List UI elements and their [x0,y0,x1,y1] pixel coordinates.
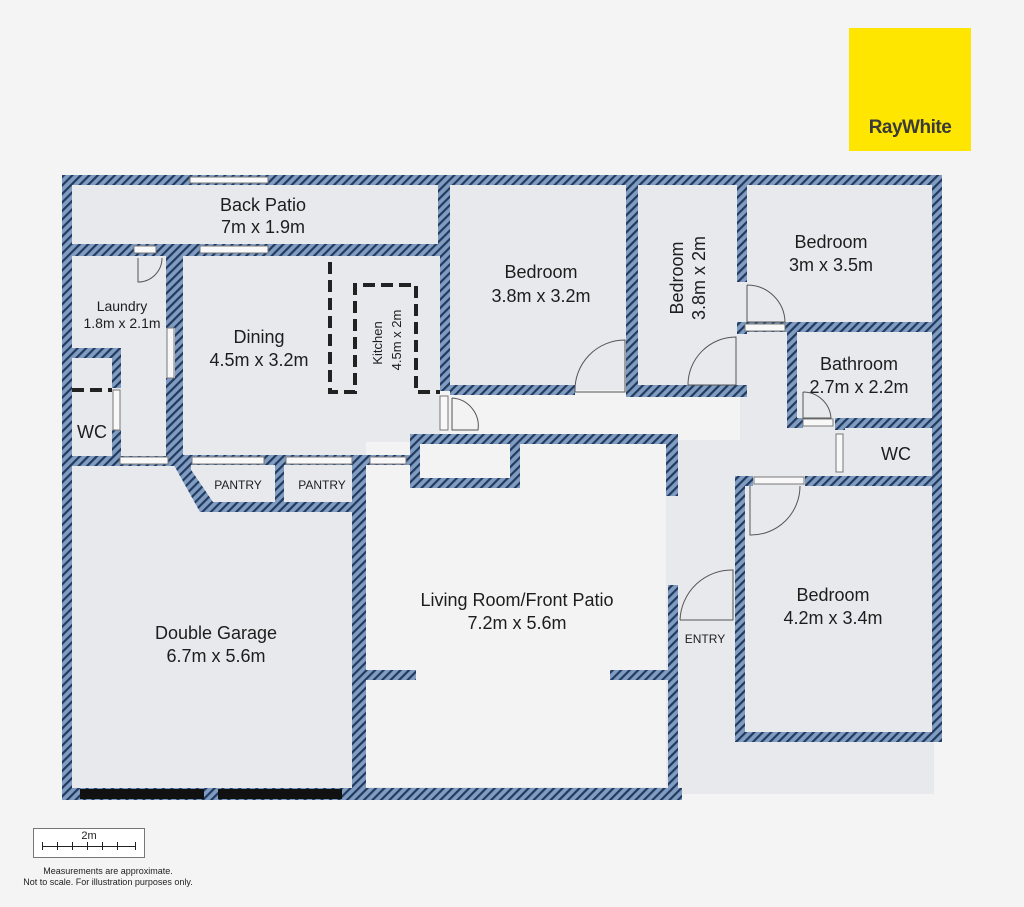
scale-tick [87,842,88,850]
bedroom4-name: Bedroom [796,585,869,605]
kitchen-bench [328,262,440,394]
garage-door [80,789,342,799]
bedroom2-name: Bedroom [667,241,687,314]
logo-text: RayWhite [868,117,952,138]
scale-tick [72,842,73,850]
living-floor [366,390,740,787]
scale-tick [135,842,136,850]
bedroom1-name: Bedroom [504,262,577,282]
garage-size: 6.7m x 5.6m [166,646,265,666]
scale-tick [42,842,43,850]
bedroom4-size: 4.2m x 3.4m [783,608,882,628]
entry-label: ENTRY [685,632,725,646]
kitchen-name: Kitchen [370,321,385,364]
scale-bar: 2m [33,828,145,858]
bathroom-name: Bathroom [820,354,898,374]
back-patio-name: Back Patio [220,195,306,215]
disclaimer-line-2: Not to scale. For illustration purposes … [23,877,193,887]
scale-label: 2m [81,830,97,842]
kitchen-size: 4.5m x 2m [389,310,404,371]
bedroom1-size: 3.8m x 3.2m [491,286,590,306]
wc-left-name: WC [77,422,107,442]
wc-right-name: WC [881,444,911,464]
windows [112,176,844,485]
living-name: Living Room/Front Patio [420,590,613,610]
bedroom3-name: Bedroom [794,232,867,252]
disclaimer-line-1: Measurements are approximate. [43,866,173,876]
laundry-name: Laundry [97,298,148,314]
pantry2-name: PANTRY [298,478,346,492]
bedroom2-size: 3.8m x 2m [689,236,709,320]
dining-name: Dining [233,327,284,347]
garage-name: Double Garage [155,623,277,643]
scale-tick [102,842,103,850]
laundry-size: 1.8m x 2.1m [83,315,160,331]
scale-tick [117,842,118,850]
scale-tick [57,842,58,850]
back-patio-size: 7m x 1.9m [221,217,305,237]
bedroom3-size: 3m x 3.5m [789,255,873,275]
raywhite-logo: RayWhite [849,28,971,151]
pantry1-name: PANTRY [214,478,262,492]
dining-size: 4.5m x 3.2m [209,350,308,370]
walls [62,175,942,800]
scale-line [42,846,136,847]
doors [137,257,832,621]
living-size: 7.2m x 5.6m [467,613,566,633]
bathroom-size: 2.7m x 2.2m [809,377,908,397]
